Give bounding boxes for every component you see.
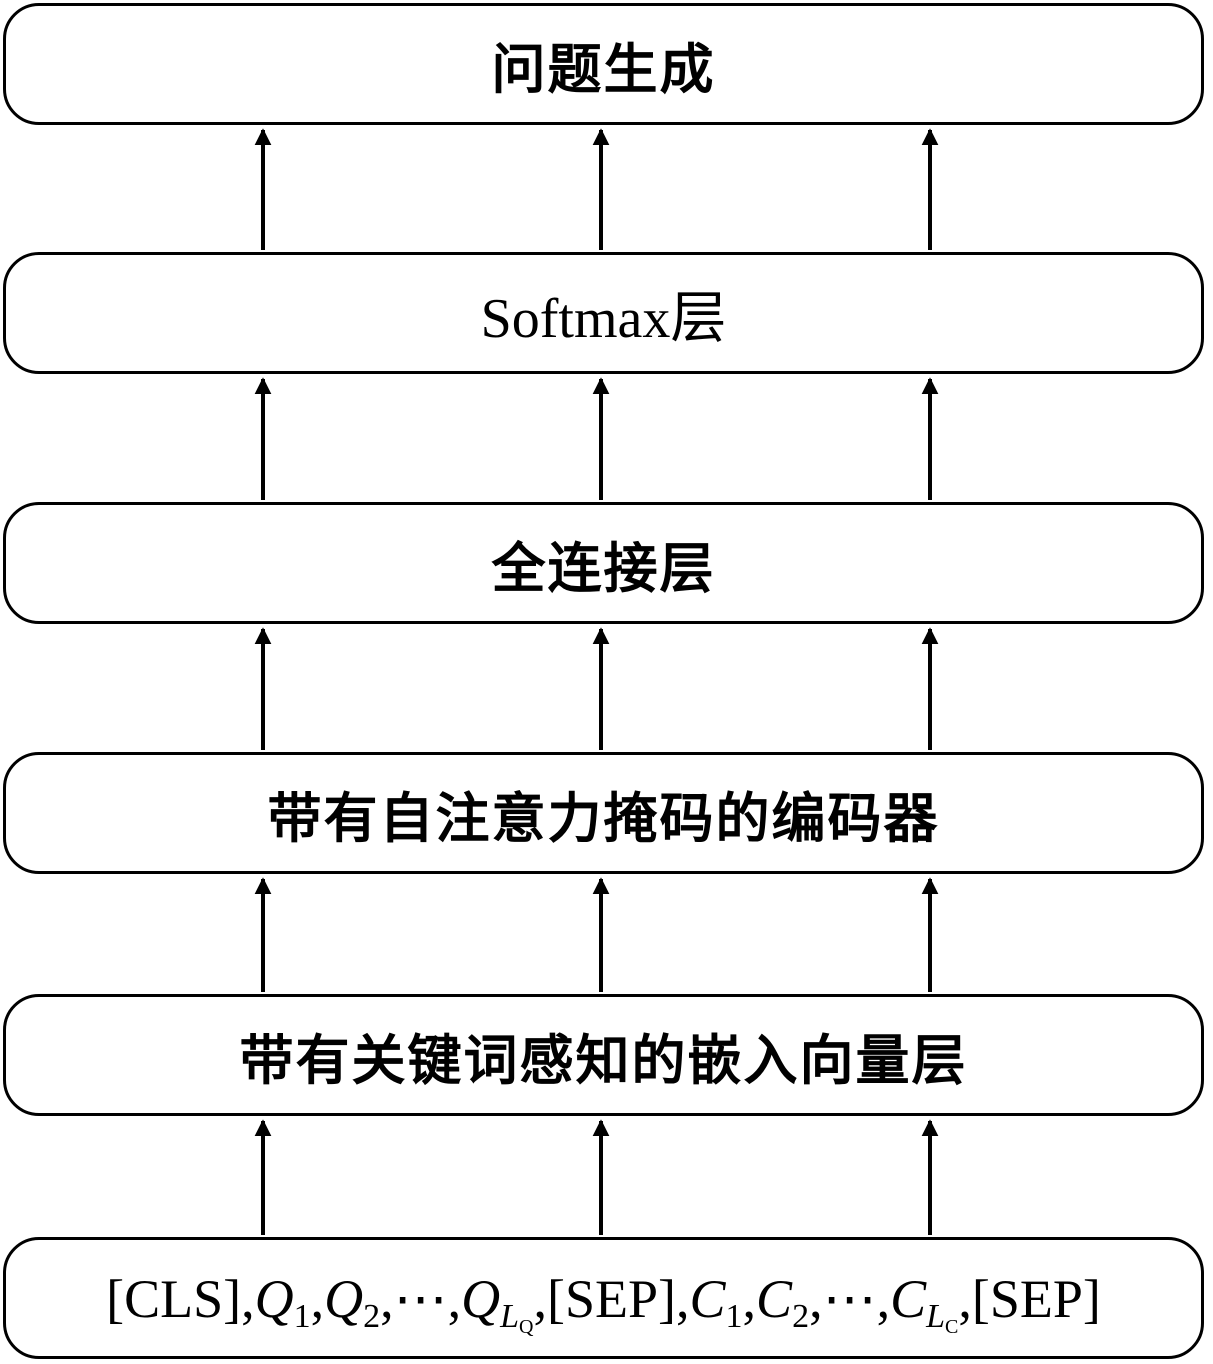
input-token: ,[SEP] <box>958 1268 1101 1329</box>
layer-question-generation: 问题生成 <box>3 3 1204 125</box>
token-subscript: 2 <box>792 1298 809 1335</box>
input-token: ,[SEP], <box>533 1268 690 1329</box>
layer-label: 全连接层 <box>491 535 716 600</box>
token-subscript-text: 2 <box>792 1297 810 1335</box>
input-token: C <box>689 1268 726 1329</box>
input-token: , <box>241 1268 255 1329</box>
token-sub-subscript: Q <box>519 1315 534 1338</box>
layer-label: 问题生成 <box>491 36 716 101</box>
layer-encoder-attention-mask: 带有自注意力掩码的编码器 <box>3 752 1204 874</box>
token-subscript: LQ <box>500 1297 534 1338</box>
input-token: C <box>756 1268 793 1329</box>
input-token: , <box>310 1268 325 1329</box>
layer-keyword-embedding: 带有关键词感知的嵌入向量层 <box>3 994 1204 1116</box>
input-sequence-box: [CLS],Q1,Q2,⋯,QLQ,[SEP],C1,C2,⋯,CLC,[SEP… <box>3 1237 1204 1359</box>
token-subscript-text: 1 <box>725 1297 743 1335</box>
token-subscript-text: L <box>926 1297 946 1335</box>
token-subscript-text: 2 <box>363 1297 381 1335</box>
token-subscript: 1 <box>726 1298 743 1335</box>
token-sub-subscript: C <box>945 1315 959 1338</box>
token-subscript-text: L <box>500 1297 520 1335</box>
input-token: ,⋯, <box>380 1268 462 1329</box>
input-token: , <box>742 1268 757 1329</box>
input-token: Q <box>254 1268 294 1329</box>
input-token: Q <box>461 1268 501 1329</box>
layer-fully-connected: 全连接层 <box>3 502 1204 624</box>
input-token: [CLS] <box>106 1268 242 1329</box>
layer-label: 带有自注意力掩码的编码器 <box>267 785 940 850</box>
token-subscript: LC <box>926 1297 959 1338</box>
layer-softmax: Softmax层 <box>3 252 1204 374</box>
layer-label: Softmax层 <box>480 287 727 350</box>
input-token: C <box>890 1268 927 1329</box>
token-subscript: 1 <box>294 1298 311 1335</box>
token-subscript-text: 1 <box>293 1297 311 1335</box>
layer-label: 带有关键词感知的嵌入向量层 <box>239 1027 968 1092</box>
token-subscript: 2 <box>363 1298 380 1335</box>
input-token: Q <box>324 1268 364 1329</box>
input-token: ,⋯, <box>809 1268 891 1329</box>
input-sequence: [CLS],Q1,Q2,⋯,QLQ,[SEP],C1,C2,⋯,CLC,[SEP… <box>106 1267 1101 1337</box>
